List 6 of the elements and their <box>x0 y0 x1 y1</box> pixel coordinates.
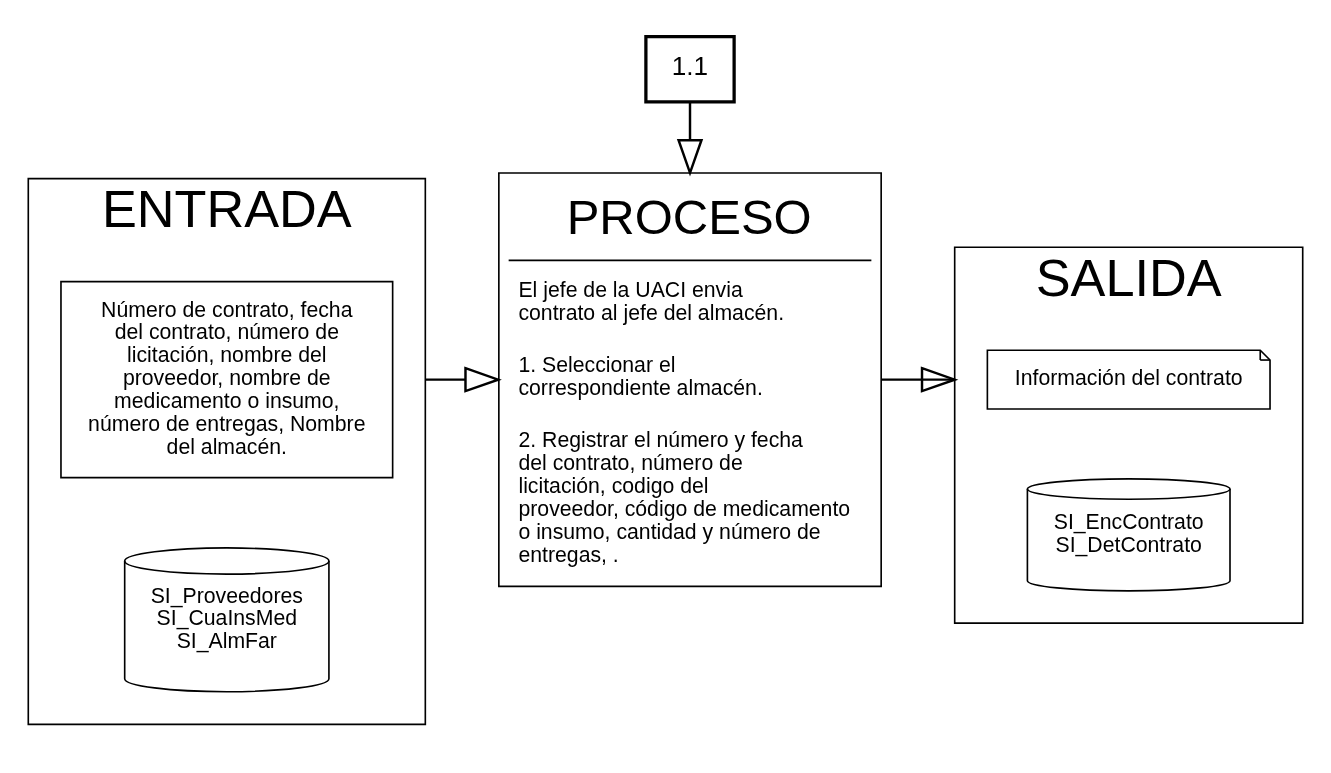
arrow <box>425 366 502 393</box>
arrow <box>881 365 959 393</box>
node-box: 1.1 <box>644 34 736 104</box>
arrow <box>676 101 704 177</box>
node-box: Número de contrato, fecha del contrato, número de licitación, nombre del proveedor, nombre de medicamento o insumo, número de entregas, Nombre del almacén. <box>60 280 394 478</box>
node-box: PROCESO El jefe de la UACI envia contrato al jefe del almacén. 1. Seleccionar el correspondiente almacén. 2. Registrar el número y fecha del contrato, número de licitación, codigo del proveedor, código de medicamento o insumo, cantidad y número de entregas, . <box>498 171 882 587</box>
